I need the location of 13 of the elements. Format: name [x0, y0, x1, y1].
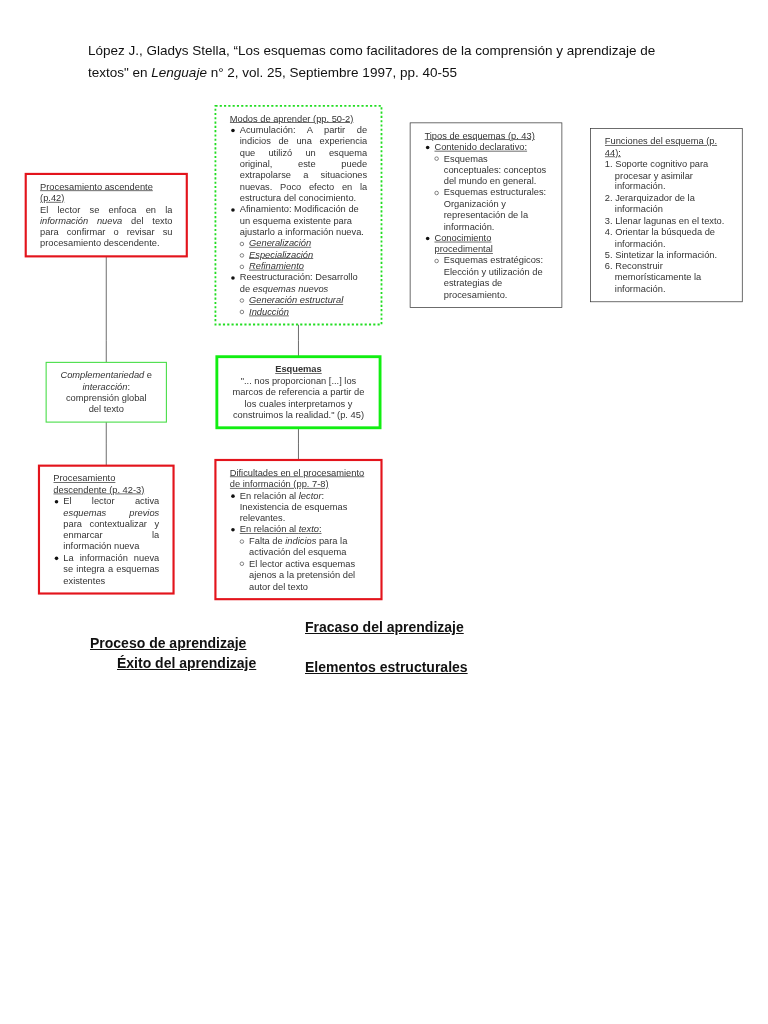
section-label: Proceso de aprendizaje [90, 634, 247, 651]
section-label: Éxito del aprendizaje [117, 654, 257, 671]
node-box: Complementariedad e interacción: comprensión global del texto [45, 361, 167, 423]
node-box: Tipos de esquemas (p. 43) Contenido declarativo: Esquemas conceptuales: conceptos del mundo en general. Esquemas estructurales: Organización y representación de la información. Conocimiento procedimental Esquemas estratégicos: Elección y utilización de estrategias de procesamiento. [409, 122, 563, 308]
section-label: Fracaso del aprendizaje [305, 618, 464, 635]
citation-header: López J., Gladys Stella, “Los esquemas como facilitadores de la comprensión y aprendizaje de textos" en Lenguaje n° 2, vol. 25, Septiembre 1997, pp. 40-55 [88, 42, 657, 82]
node-box: Procesamiento ascendente (p.42) El lector se enfoca en la información nueva del texto para confirmar o revisar su procesamiento descendente. [24, 172, 188, 258]
node-box: Dificultades en el procesamiento de información (pp. 7-8) En relación al lector: Inexistencia de esquemas relevantes. En relación al texto: Falta de indicios para la activación del esquema El lector activa esquemas ajenos a la pretensión del autor del texto [214, 458, 383, 601]
node-box: Procesamiento descendente (p. 42-3) El lector activa esquemas previos para contextualizar y enmarcar la información nueva La información nueva se integra a esquemas existentes [37, 464, 175, 595]
section-label: Elementos estructurales [305, 658, 468, 675]
node-box: Modos de aprender (pp. 50-2) Acumulación: A partir de indicios de una experiencia que utilizó un esquema original, este puede extrapolarse a situaciones nuevas. Poco efecto en la estructura del conocimiento. Afinamiento: Modificación de un esquema existente para ajustarlo a información nueva. Generalización Especialización Refinamiento Reestructuración: Desarrollo de esquemas nuevos Generación estructural Inducción [214, 104, 383, 326]
node-box: Esquemas "... nos proporcionan [...] los marcos de referencia a partir de los cuales interpretamos y construimos la realidad." (p. 45) [215, 355, 382, 430]
node-box: Funciones del esquema (p. 44): 1. Soporte cognitivo para procesar y asimilar información. 2. Jerarquizador de la información 3. Llenar lagunas en el texto. 4. Orientar la búsqueda de información. 5. Sintetizar la información. 6. Reconstruir memorísticamente la información. [590, 128, 743, 303]
